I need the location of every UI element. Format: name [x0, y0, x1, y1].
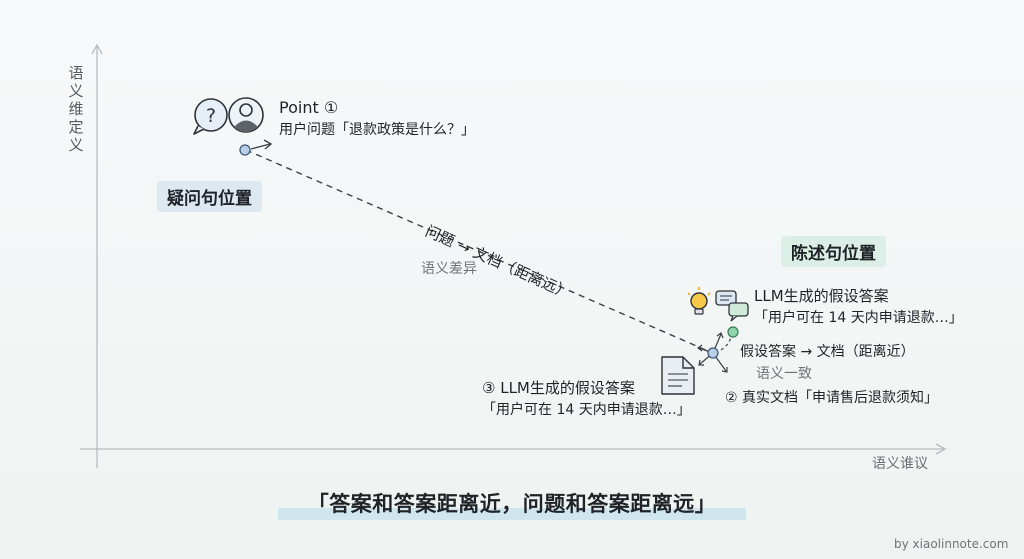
point-one-title: Point ①: [279, 98, 339, 117]
arrow-icon: [250, 139, 273, 150]
document-icon: [661, 356, 695, 395]
user-avatar-icon: [228, 97, 264, 133]
lightbulb-icon: [687, 287, 711, 315]
question-position-label: 疑问句位置: [157, 181, 262, 212]
question-node: [239, 144, 251, 156]
x-axis-arrow: [935, 443, 947, 455]
llm-top-text: 「用户可在 14 天内申请退款…」: [754, 310, 963, 326]
svg-text:?: ?: [206, 105, 216, 127]
statement-position-label: 陈述句位置: [781, 236, 886, 267]
chat-bubbles-icon: [715, 290, 749, 322]
green-node: [727, 326, 739, 338]
llm-top-title: LLM生成的假设答案: [754, 287, 889, 305]
x-axis-label: 语义谁议: [872, 456, 928, 472]
llm-bottom-title: ③ LLM生成的假设答案: [482, 379, 635, 397]
question-bubble-icon: ?: [193, 98, 228, 135]
y-axis-label: 语义维定义: [68, 64, 84, 154]
hyp-to-doc-sub: 语义一致: [756, 366, 812, 382]
question-to-doc-sub: 语义差异: [421, 261, 477, 277]
llm-bottom-text: 「用户可在 14 天内申请退款…」: [482, 402, 691, 418]
real-doc-label: ② 真实文档「申请售后退款须知」: [725, 390, 939, 406]
point-one-text: 用户问题「退款政策是什么？」: [279, 122, 475, 138]
axes: [80, 43, 947, 468]
question-to-doc-dashed-line: [245, 149, 709, 352]
hyp-to-doc-label: 假设答案 → 文档（距离近）: [740, 344, 915, 360]
bottom-caption: 「答案和答案距离近，问题和答案距离远」: [272, 487, 752, 523]
doc-node: [707, 347, 719, 359]
watermark: by xiaolinnote.com: [894, 537, 1009, 551]
y-axis-arrow: [91, 43, 103, 55]
